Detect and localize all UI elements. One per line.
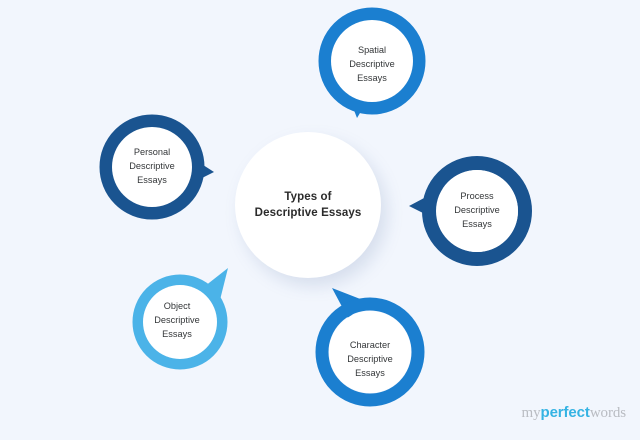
node-character[interactable]: Character Descriptive Essays <box>304 284 438 408</box>
personal-fill <box>112 127 192 207</box>
spatial-bubble-shape <box>318 7 426 118</box>
brand-logo[interactable]: myperfectwords <box>521 404 627 422</box>
object-fill <box>143 285 217 359</box>
logo-perfect: perfect <box>540 404 590 421</box>
spatial-ring <box>318 7 426 115</box>
personal-bubble-shape <box>99 114 214 220</box>
process-fill <box>436 170 518 252</box>
object-ring <box>132 274 228 370</box>
node-object[interactable]: Object Descriptive Essays <box>126 268 240 374</box>
spatial-fill <box>331 20 413 102</box>
hub-line-1: Types of <box>284 190 332 203</box>
object-bubble-shape <box>132 268 228 370</box>
center-hub[interactable]: Types of Descriptive Essays <box>235 132 381 278</box>
personal-ring <box>99 114 205 220</box>
logo-words: words <box>589 405 626 421</box>
node-personal[interactable]: Personal Descriptive Essays <box>94 110 222 224</box>
character-bubble-shape <box>315 288 425 407</box>
node-spatial[interactable]: Spatial Descriptive Essays <box>311 6 433 124</box>
node-process[interactable]: Process Descriptive Essays <box>403 150 535 272</box>
center-hub-label: Types of Descriptive Essays <box>255 189 362 222</box>
logo-my: my <box>521 405 541 421</box>
process-ring <box>422 156 532 266</box>
process-bubble-shape <box>409 156 532 266</box>
hub-line-2: Descriptive Essays <box>254 207 362 219</box>
character-ring <box>315 297 425 407</box>
character-fill <box>329 311 411 393</box>
